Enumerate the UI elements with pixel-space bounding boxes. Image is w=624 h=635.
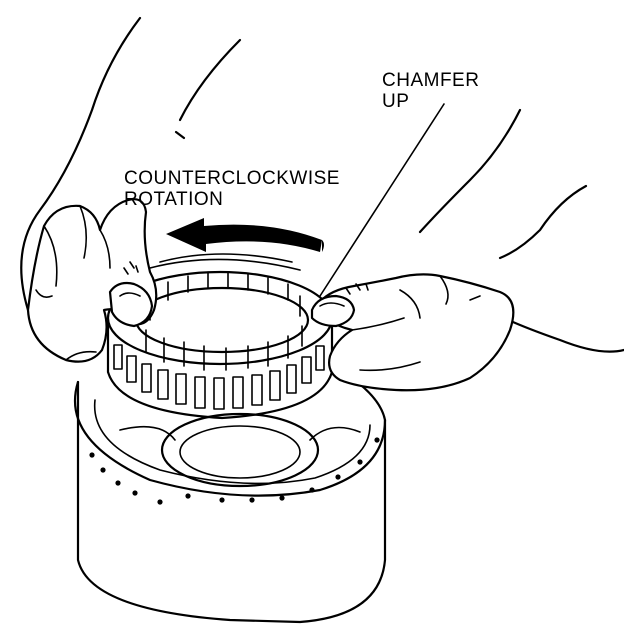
- inner-hub-inner: [179, 425, 301, 479]
- rotation-label-line-2: ROTATION: [124, 189, 224, 210]
- drum-housing: [73, 368, 387, 624]
- rotation-label-line-1: COUNTERCLOCKWISE: [124, 168, 340, 189]
- chamfer-up-label: CHAMFER UP: [382, 70, 479, 112]
- rim-holes: [89, 437, 380, 505]
- right-forearm-top: [418, 108, 522, 234]
- left-forearm-inner: [178, 38, 242, 122]
- right-palm: [318, 273, 515, 392]
- inner-hub-outer: [160, 412, 320, 488]
- left-finger-creases: [43, 205, 111, 287]
- left-palm: [26, 198, 158, 363]
- right-finger-creases: [351, 289, 421, 372]
- chamfer-label-line-2: UP: [382, 91, 410, 112]
- chamfer-label-line-1: CHAMFER: [382, 70, 480, 91]
- curved-arrow-left-icon: [166, 218, 324, 252]
- drum-floor-lines: [119, 425, 361, 441]
- drum-rim-inner: [93, 399, 371, 485]
- drum-rim-outer: [73, 368, 387, 497]
- left-thumb: [108, 281, 154, 328]
- right-arm-lower: [498, 314, 624, 353]
- clutch-ring: [106, 253, 334, 420]
- left-thumbnail: [119, 292, 141, 297]
- ring-outer-teeth: [113, 344, 325, 410]
- counterclockwise-rotation-label: COUNTERCLOCKWISE ROTATION: [124, 168, 340, 210]
- right-arm-upper: [498, 184, 588, 260]
- left-hand: [20, 16, 242, 363]
- chamfer-leader-line: [319, 103, 445, 297]
- drum-wall: [76, 380, 387, 624]
- right-thumb: [310, 294, 356, 328]
- ring-band: [106, 320, 334, 420]
- right-hand: [310, 108, 624, 392]
- right-thumbnail: [319, 302, 345, 307]
- left-forearm-outer: [20, 16, 142, 312]
